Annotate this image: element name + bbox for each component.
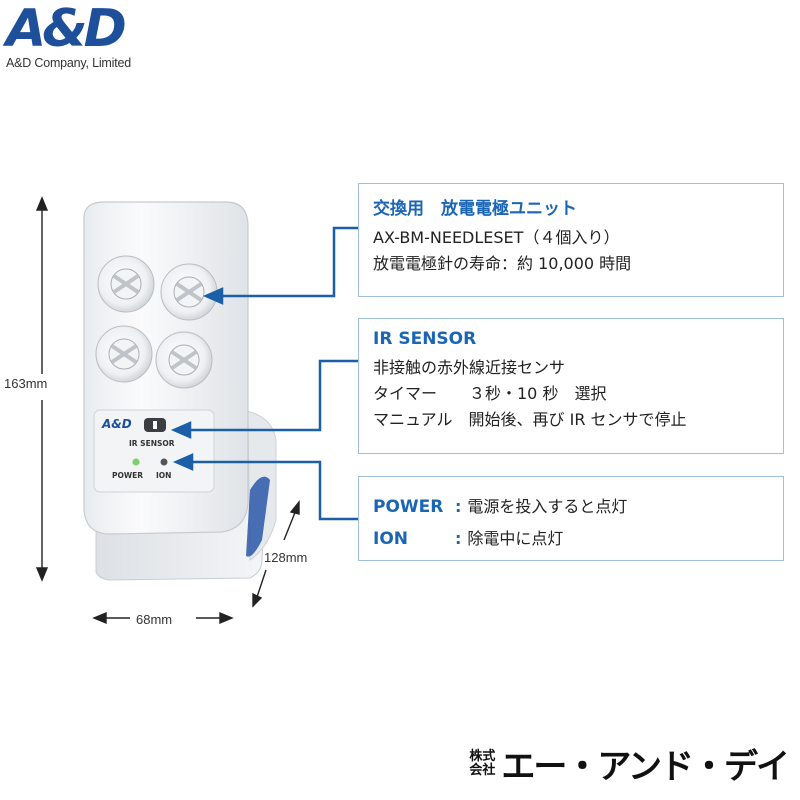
brand-logo-mark: A&D	[6, 0, 127, 59]
dimension-arrows	[35, 196, 300, 625]
ir-line-3: マニュアル 開始後、再び IR センサで停止	[373, 410, 687, 429]
ion-row: ION:除電中に点灯	[373, 523, 769, 555]
ir-sensor-label: IR SENSOR	[129, 439, 175, 448]
electrode-info-box: 交換用 放電電極ユニット AX-BM-NEEDLESET（４個入り） 放電電極針…	[358, 183, 784, 297]
company-name-jp: 株式会社 エー・アンド・デイ	[469, 739, 790, 788]
ion-led	[160, 458, 168, 466]
dimension-width: 68mm	[136, 612, 173, 627]
power-led	[132, 458, 140, 466]
ir-sensor-info-box: IR SENSOR 非接触の赤外線近接センサ タイマー ３秒・10 秒 選択 マ…	[358, 318, 784, 454]
electrode-knob-1	[97, 255, 155, 313]
power-desc: 電源を投入すると点灯	[467, 497, 628, 516]
ion-desc: 除電中に点灯	[467, 529, 564, 548]
ir-line-1: 非接触の赤外線近接センサ	[373, 358, 566, 377]
company-name: エー・アンド・デイ	[501, 747, 790, 787]
electrode-knob-3	[95, 325, 153, 383]
electrode-title: 交換用 放電電極ユニット	[373, 199, 577, 219]
electrode-model: AX-BM-NEEDLESET（４個入り）	[373, 228, 620, 247]
device-base	[95, 409, 277, 581]
company-prefix: 株式会社	[469, 748, 496, 778]
leader-lines	[170, 226, 358, 521]
brand-company-en: A&D Company, Limited	[6, 56, 131, 70]
ir-title: IR SENSOR	[373, 329, 477, 349]
control-panel: A&D IR SENSOR POWER ION	[93, 409, 215, 493]
ir-line-2: タイマー ３秒・10 秒 選択	[373, 384, 607, 403]
electrode-life: 放電電極針の寿命：約 10,000 時間	[373, 254, 632, 273]
dimension-depth: 128mm	[264, 550, 308, 565]
ion-key: ION	[373, 529, 409, 549]
led-info-box: POWER:電源を投入すると点灯 ION:除電中に点灯	[358, 476, 784, 561]
brand-logo: A&D A&D Company, Limited	[6, 0, 166, 70]
power-row: POWER:電源を投入すると点灯	[373, 491, 769, 523]
panel-logo: A&D	[101, 417, 132, 431]
ion-label: ION	[156, 471, 171, 480]
dimension-height: 163mm	[4, 376, 48, 391]
power-label: POWER	[112, 471, 143, 480]
electrode-knob-4	[155, 331, 213, 389]
electrode-knob-2	[160, 263, 218, 321]
power-key: POWER	[373, 497, 444, 517]
